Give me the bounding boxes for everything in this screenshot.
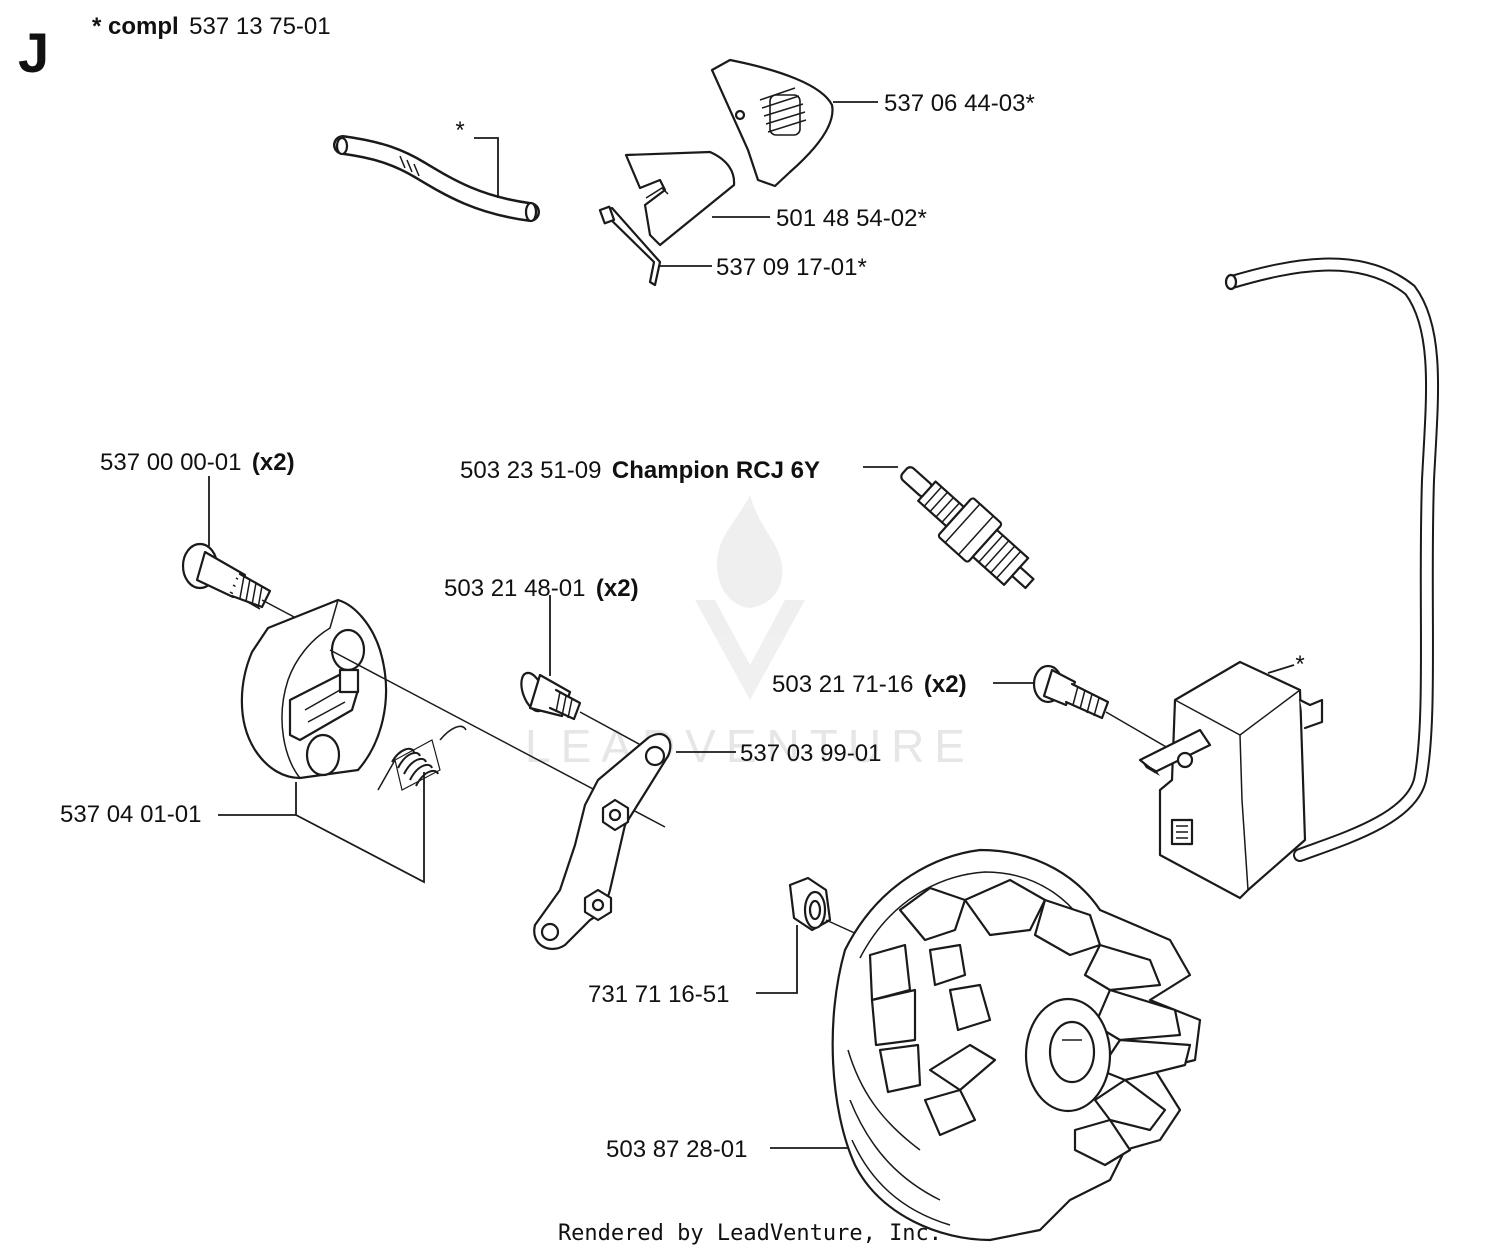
air-guide-plate	[624, 150, 736, 247]
footer-credit: Rendered by LeadVenture, Inc.	[558, 1221, 942, 1246]
flywheel-label: 503 87 28-01	[606, 1136, 747, 1163]
clutch-spring	[377, 725, 467, 791]
assembly-header: * compl 537 13 75-01	[92, 13, 331, 40]
link-arm-label: 537 03 99-01	[740, 740, 881, 767]
fuel-hose	[333, 135, 540, 223]
module-leader	[1267, 664, 1295, 674]
module-asterisk: *	[1295, 651, 1304, 678]
link-screw-axis	[579, 711, 651, 751]
nut-leader	[756, 925, 798, 994]
link-screw-qty: (x2)	[596, 575, 639, 602]
ignition-module	[1138, 660, 1324, 900]
clutch-leader-c	[295, 772, 425, 884]
air-deflector-label: 537 06 44-03*	[884, 90, 1035, 117]
clutch-screw-axis	[261, 599, 297, 619]
spark-plug-brand: Champion RCJ 6Y	[612, 457, 820, 484]
nut-label: 731 71 16-51	[588, 981, 729, 1008]
hose-asterisk: *	[455, 117, 464, 144]
air-guide-label: 501 48 54-02*	[776, 205, 927, 232]
assembly-number: 537 13 75-01	[189, 13, 330, 40]
wire-clip	[598, 205, 662, 287]
wire-clip-label: 537 09 17-01*	[716, 254, 867, 281]
module-screw-number: 503 21 71-16	[772, 671, 913, 698]
watermark-text: LEADVENTURE	[525, 720, 975, 772]
section-letter: J	[18, 21, 49, 84]
clutch-screw	[181, 542, 272, 610]
clutch-screw-label: 537 00 00-01 (x2)	[100, 449, 295, 476]
watermark: LEADVENTURE	[525, 495, 975, 772]
module-screw	[1032, 664, 1110, 720]
clutch-label: 537 04 01-01	[60, 801, 201, 828]
clutch-pawl	[240, 598, 388, 780]
link-arm	[533, 732, 672, 951]
air-deflector-cover	[710, 58, 834, 188]
module-screw-label: 503 21 71-16 (x2)	[772, 671, 967, 698]
flywheel-nut	[788, 876, 832, 932]
module-screw-axis	[1105, 711, 1169, 749]
assembly-prefix: * compl	[92, 13, 179, 40]
spark-plug	[900, 466, 1035, 590]
module-screw-qty: (x2)	[924, 671, 967, 698]
spark-plug-number: 503 23 51-09	[460, 457, 601, 484]
link-screw-label: 503 21 48-01 (x2)	[444, 575, 639, 602]
clutch-screw-number: 537 00 00-01	[100, 449, 241, 476]
clutch-screw-qty: (x2)	[252, 449, 295, 476]
ignition-lead	[1224, 257, 1440, 862]
hose-leader-line	[474, 137, 499, 198]
flywheel	[831, 848, 1202, 1242]
watermark-logo-icon	[695, 495, 805, 700]
spark-plug-label: 503 23 51-09 Champion RCJ 6Y	[460, 457, 820, 484]
link-screw	[520, 671, 582, 721]
link-screw-number: 503 21 48-01	[444, 575, 585, 602]
